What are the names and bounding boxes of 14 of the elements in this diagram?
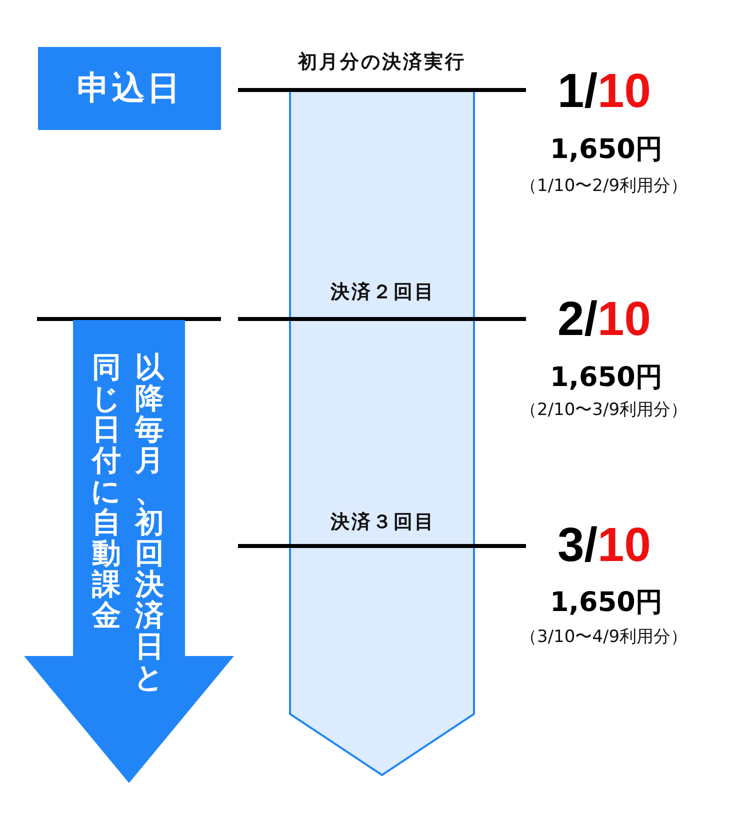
tick-label: 決済２回目 (330, 280, 436, 304)
period-note: （3/10〜4/9利用分） (520, 626, 688, 648)
tick-label: 決済３回目 (330, 510, 436, 534)
date-label: 2/10 (558, 294, 651, 346)
period-note: （2/10〜3/9利用分） (520, 399, 688, 421)
date-label: 1/10 (558, 66, 651, 118)
tick-label: 初月分の決済実行 (298, 50, 466, 74)
date-label: 3/10 (558, 520, 651, 572)
price-label: 1,650円 (550, 362, 662, 394)
period-note: （1/10〜2/9利用分） (520, 175, 688, 197)
heading-box: 申込日 (38, 47, 221, 130)
price-label: 1,650円 (550, 587, 662, 619)
price-label: 1,650円 (550, 134, 662, 166)
arrow-text: 以降毎月、初回決済日と同じ日付に自動課金 (92, 352, 164, 693)
